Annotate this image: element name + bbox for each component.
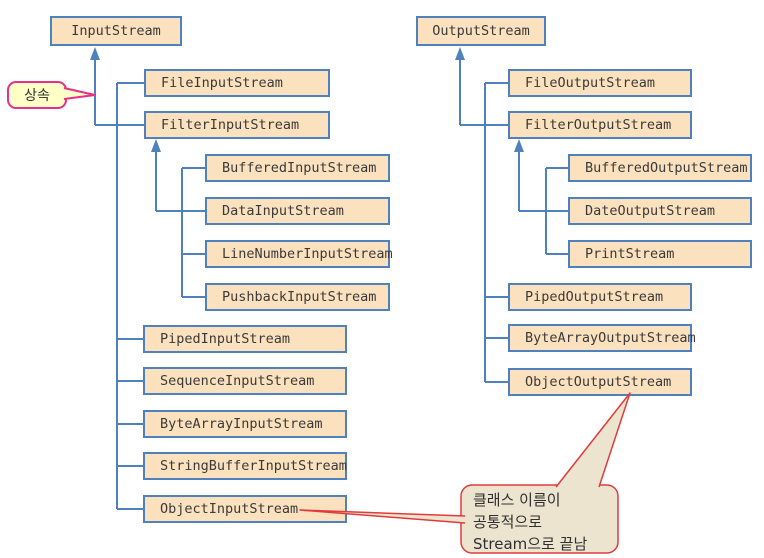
class-box-filteroutputstream: FilterOutputStream bbox=[508, 111, 692, 139]
class-box-dateoutputstream: DateOutputStream bbox=[568, 197, 752, 225]
class-box-linenumberinputstream: LineNumberInputStream bbox=[205, 240, 393, 268]
class-box-stringbufferinputstream: StringBufferInputStream bbox=[143, 452, 347, 480]
class-box-datainputstream: DataInputStream bbox=[205, 197, 390, 225]
class-box-pipedoutputstream: PipedOutputStream bbox=[508, 283, 692, 311]
class-box-fileinputstream: FileInputStream bbox=[144, 69, 330, 97]
class-box-bufferedoutputstream: BufferedOutputStream bbox=[568, 154, 752, 182]
note-callout-tail-up bbox=[555, 392, 631, 488]
class-box-bufferedinputstream: BufferedInputStream bbox=[205, 154, 390, 182]
note-line-3: Stream으로 끝남 bbox=[473, 535, 588, 553]
arrow-up-icon bbox=[455, 47, 465, 60]
class-box-pushbackinputstream: PushbackInputStream bbox=[205, 283, 390, 311]
inheritance-callout-label: 상속 bbox=[24, 88, 50, 104]
class-box-inputstream: InputStream bbox=[50, 16, 182, 46]
note-callout-label: 클래스 이름이 공통적으로 Stream으로 끝남 bbox=[473, 489, 615, 555]
class-box-sequenceinputstream: SequenceInputStream bbox=[143, 367, 347, 395]
class-box-bytearrayinputstream: ByteArrayInputStream bbox=[143, 410, 347, 438]
class-box-objectinputstream: ObjectInputStream bbox=[143, 495, 347, 523]
class-box-objectoutputstream: ObjectOutputStream bbox=[508, 368, 692, 396]
class-box-outputstream: OutputStream bbox=[416, 16, 546, 46]
arrow-up-icon bbox=[90, 47, 100, 60]
arrow-up-icon bbox=[151, 139, 161, 152]
note-line-1: 클래스 이름이 bbox=[473, 491, 561, 509]
class-box-filterinputstream: FilterInputStream bbox=[144, 111, 330, 139]
class-box-fileoutputstream: FileOutputStream bbox=[508, 69, 692, 97]
arrow-up-icon bbox=[514, 139, 524, 152]
inheritance-callout-tail bbox=[63, 87, 96, 100]
class-box-bytearrayoutputstream: ByteArrayOutputStream bbox=[508, 324, 696, 352]
class-box-printstream: PrintStream bbox=[568, 240, 752, 268]
note-line-2: 공통적으로 bbox=[473, 513, 543, 531]
class-box-pipedinputstream: PipedInputStream bbox=[143, 325, 347, 353]
